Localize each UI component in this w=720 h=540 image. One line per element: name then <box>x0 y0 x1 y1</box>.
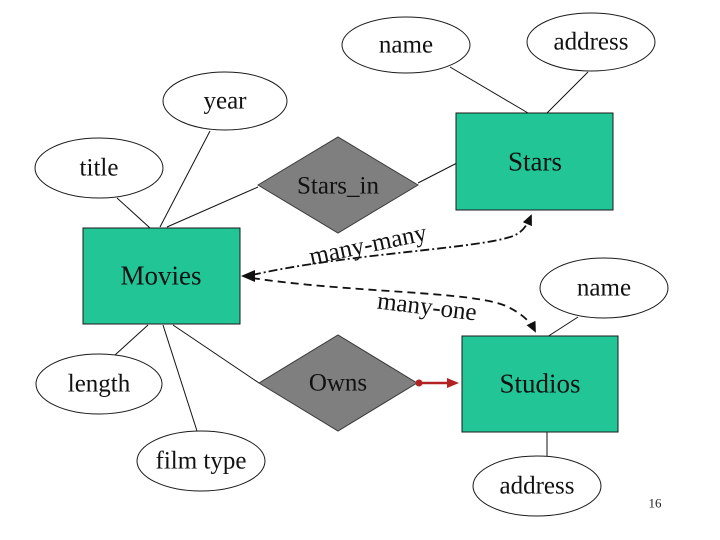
relationship-label-owns: Owns <box>308 369 368 397</box>
length-ellipse <box>35 353 163 415</box>
line-name-to-stars <box>449 66 529 114</box>
line-movies-to-owns <box>172 324 260 384</box>
many-many-arrow <box>251 214 532 276</box>
movies-entity-box <box>82 227 241 325</box>
attribute-label-film-type: film type <box>155 447 247 475</box>
line-title-to-movies <box>116 197 151 229</box>
address-stars-ellipse <box>526 12 656 72</box>
stars-in-diamond <box>257 136 419 234</box>
entity-label-studios: Studios <box>499 368 581 399</box>
studios-entity-box <box>461 335 619 433</box>
attribute-label-title: title <box>79 154 119 182</box>
title-ellipse <box>34 137 164 199</box>
line-year-to-movies <box>159 130 211 228</box>
relationship-label-stars-in: Stars_in <box>297 172 379 200</box>
line-address-to-stars <box>546 71 589 114</box>
many-one-arrow <box>251 277 536 333</box>
year-ellipse <box>162 71 288 131</box>
film-type-ellipse <box>136 430 266 492</box>
line-starsin-to-movies <box>166 186 259 228</box>
attribute-label-address-stars: address <box>553 28 629 56</box>
entity-label-movies: Movies <box>120 260 202 291</box>
attribute-label-year: year <box>203 87 247 115</box>
page-number: 16 <box>648 495 662 511</box>
attribute-label-address-studios: address <box>499 472 575 500</box>
address-studios-ellipse <box>472 455 602 517</box>
attribute-label-length: length <box>67 370 131 398</box>
name-studios-ellipse <box>539 257 669 319</box>
line-movies-to-filmtype <box>162 324 198 432</box>
stars-entity-box <box>455 112 614 211</box>
arrowhead-at-movies <box>241 270 255 282</box>
attribute-label-name-studios: name <box>576 274 632 302</box>
line-name-to-studios <box>546 316 579 338</box>
attribute-label-name-stars: name <box>378 31 434 59</box>
entity-label-stars: Stars <box>508 146 562 177</box>
name-stars-ellipse <box>341 16 471 74</box>
line-starsin-to-stars <box>417 162 458 184</box>
line-movies-to-length <box>114 324 149 356</box>
connector-lines <box>114 66 589 456</box>
